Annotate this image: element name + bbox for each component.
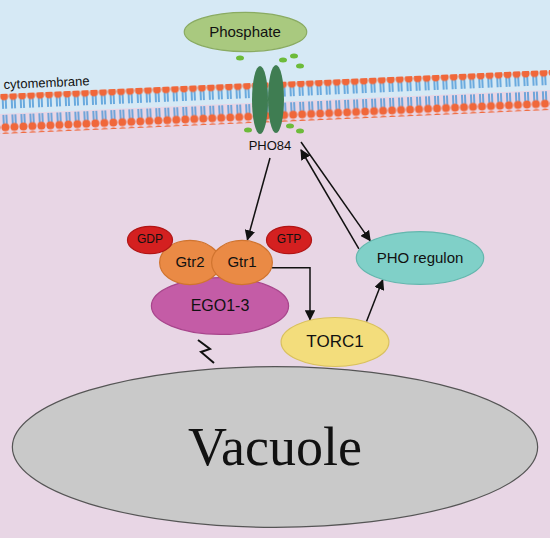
lightning-symbol	[198, 340, 214, 363]
node-text: Vacuole	[188, 416, 362, 478]
nucleotide-blob: GDP	[127, 226, 173, 254]
node-text: PHO84	[249, 139, 292, 154]
regulon-ellipse: PHO regulon	[355, 231, 485, 285]
organelle-ellipse: Vacuole	[7, 365, 543, 529]
protein-label: PHO84	[242, 137, 298, 155]
molecule-ellipse: Phosphate	[183, 12, 308, 52]
complex-ellipse: EGO1-3	[150, 277, 290, 335]
arrow-connector	[301, 142, 370, 241]
node-text: GDP	[137, 233, 163, 247]
node-text: PHO regulon	[377, 249, 464, 266]
phosphate-dots	[236, 54, 304, 134]
protein-ellipse: Gtr1	[211, 240, 273, 285]
transporter-symbol	[252, 65, 284, 134]
node-text: GTP	[277, 233, 302, 247]
membrane-label: cytomembrane	[3, 73, 90, 92]
complex-ellipse: TORC1	[280, 317, 390, 367]
node-text: TORC1	[306, 332, 363, 352]
node-text: Gtr2	[175, 253, 204, 270]
arrow-connector	[247, 158, 270, 240]
arrow-connector	[367, 280, 383, 321]
node-text: Gtr1	[227, 253, 256, 270]
node-text: EGO1-3	[191, 297, 250, 315]
node-text: Phosphate	[209, 23, 281, 40]
nucleotide-blob: GTP	[266, 226, 312, 254]
